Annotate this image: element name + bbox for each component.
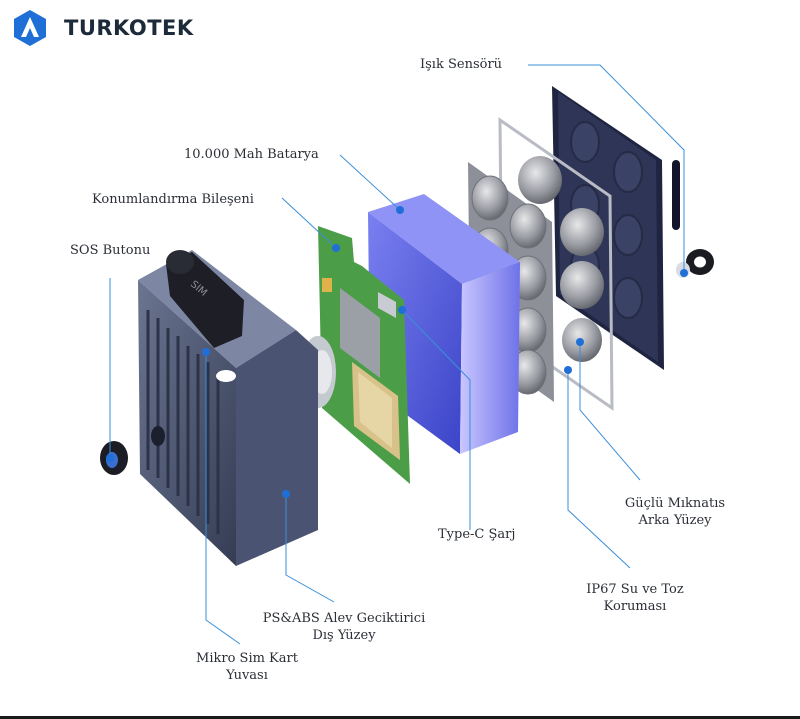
label-battery: 10.000 Mah Batarya bbox=[184, 147, 319, 162]
leader-dots bbox=[106, 206, 688, 498]
pcb-board bbox=[318, 226, 410, 484]
label-sim-line1: Mikro Sim Kart bbox=[196, 651, 298, 666]
label-sos: SOS Butonu bbox=[70, 243, 151, 258]
leader-lines bbox=[109, 64, 685, 645]
label-ip67-line2: Koruması bbox=[603, 599, 667, 614]
bottom-border bbox=[0, 716, 800, 719]
brand-name: TURKOTEK bbox=[64, 16, 194, 40]
label-sim-line2: Yuvası bbox=[226, 668, 268, 683]
label-ip67: IP67 Su ve Toz Koruması bbox=[570, 581, 700, 615]
label-typec: Type-C Şarj bbox=[438, 527, 516, 542]
label-sim: Mikro Sim Kart Yuvası bbox=[180, 650, 314, 684]
label-magnet-line1: Güçlü Mıknatıs bbox=[624, 496, 726, 511]
label-psabs-line2: Dış Yüzey bbox=[312, 628, 376, 643]
sim-cover: SIM bbox=[166, 250, 244, 348]
label-positioning: Konumlandırma Bileşeni bbox=[92, 192, 254, 207]
label-psabs-line1: PS&ABS Alev Geciktirici bbox=[262, 611, 426, 626]
brand-header: TURKOTEK bbox=[10, 8, 194, 48]
label-light-sensor: Işık Sensörü bbox=[420, 57, 503, 72]
turkotek-logo-icon bbox=[14, 10, 46, 46]
label-ip67-line1: IP67 Su ve Toz bbox=[586, 582, 684, 597]
label-magnet: Güçlü Mıknatıs Arka Yüzey bbox=[610, 495, 740, 529]
label-magnet-line2: Arka Yüzey bbox=[638, 513, 712, 528]
label-psabs: PS&ABS Alev Geciktirici Dış Yüzey bbox=[246, 610, 442, 644]
